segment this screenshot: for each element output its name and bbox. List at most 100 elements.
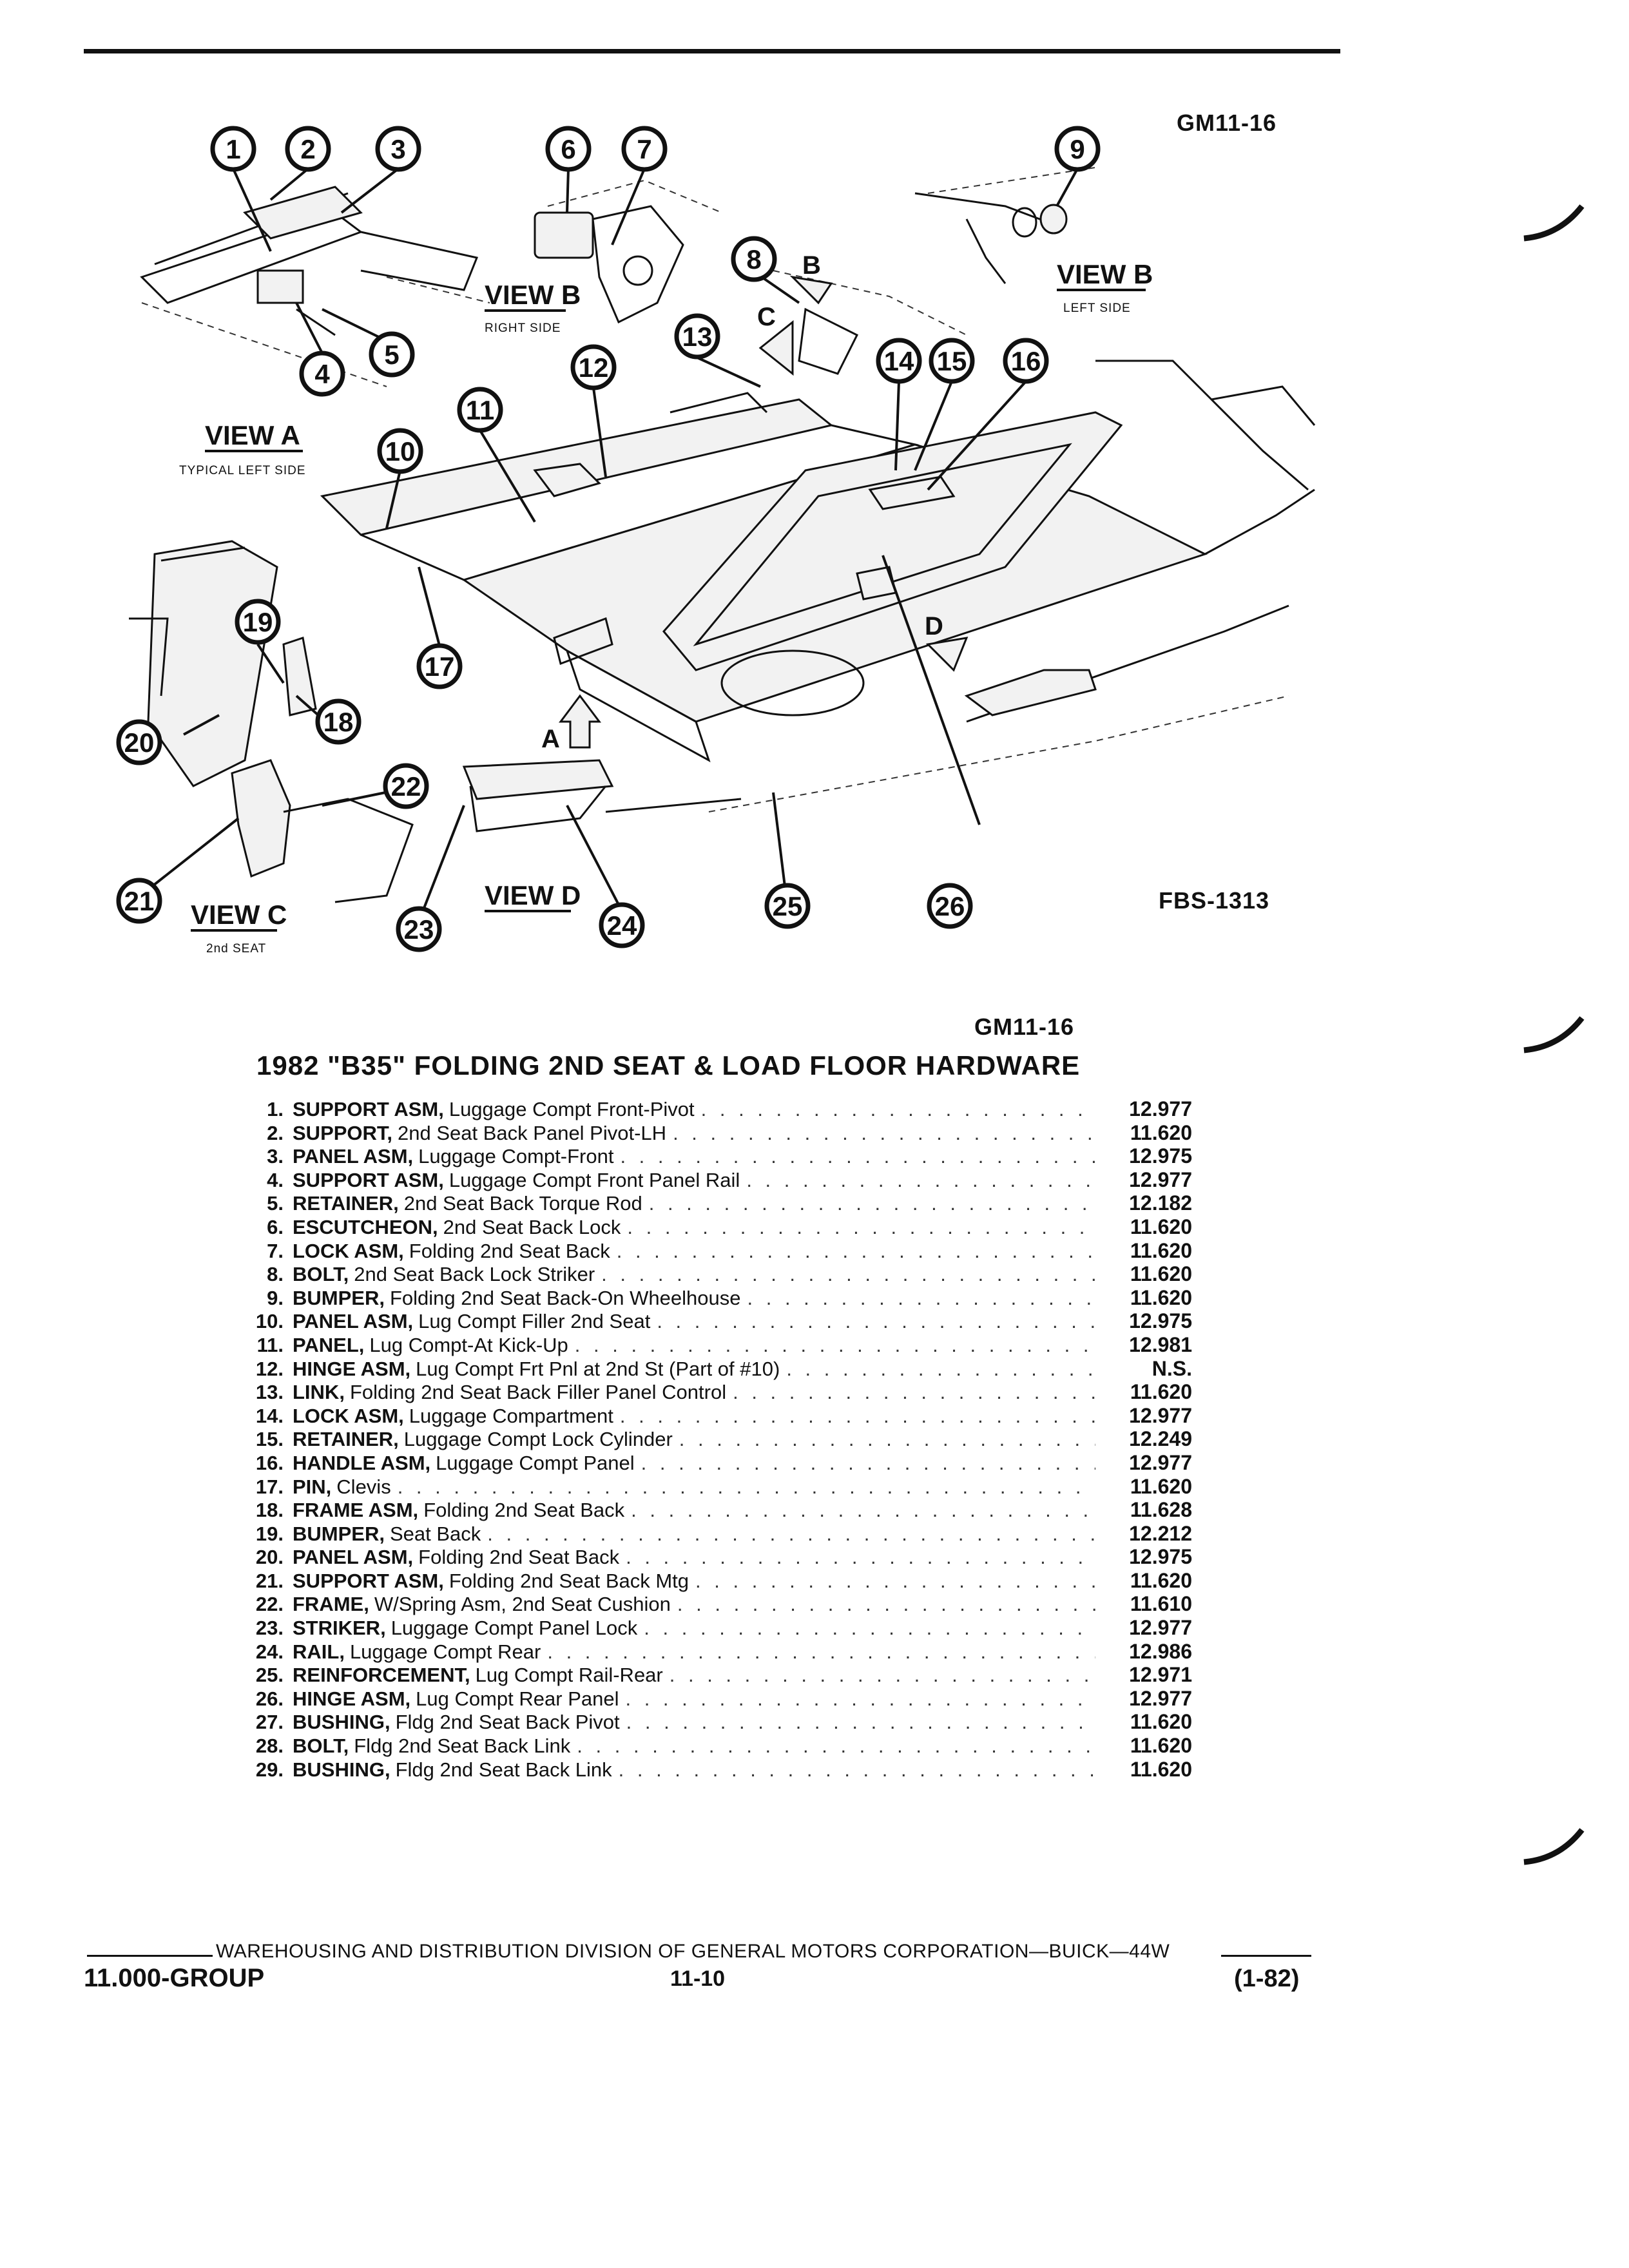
leader-dots xyxy=(627,1216,1095,1239)
svg-text:8: 8 xyxy=(746,244,761,274)
part-name: FRAME, xyxy=(293,1593,369,1616)
view-d-label: VIEW D xyxy=(485,880,581,912)
callout-12: 12 xyxy=(570,344,617,390)
part-description: Folding 2nd Seat Back xyxy=(409,1239,610,1262)
group-number: 11.620 xyxy=(1130,1734,1192,1758)
part-number: 19. xyxy=(255,1522,284,1545)
part-description: Lug Compt Rear Panel xyxy=(416,1687,619,1710)
svg-text:9: 9 xyxy=(1070,134,1084,164)
parts-row: 20.PANEL ASM,Folding 2nd Seat Back12.975 xyxy=(226,1545,1192,1569)
parts-row: 2.SUPPORT,2nd Seat Back Panel Pivot-LH11… xyxy=(226,1121,1192,1145)
part-description: Lug Compt Frt Pnl at 2nd St (Part of #10… xyxy=(416,1357,780,1380)
group-number: 11.628 xyxy=(1130,1498,1192,1522)
group-number: 11.620 xyxy=(1130,1568,1192,1592)
part-name: BUMPER, xyxy=(293,1522,385,1545)
group-number: 12.977 xyxy=(1129,1097,1192,1120)
svg-text:5: 5 xyxy=(384,340,399,370)
callout-5: 5 xyxy=(369,331,415,378)
view-b-right-sketch xyxy=(534,179,722,324)
group-number: 12.249 xyxy=(1129,1427,1192,1451)
footer-rule-right xyxy=(1221,1955,1311,1957)
group-number: N.S. xyxy=(1152,1356,1192,1380)
part-description: Lug Compt Rail-Rear xyxy=(475,1664,663,1687)
svg-text:10: 10 xyxy=(385,436,416,466)
callout-25: 25 xyxy=(764,883,811,929)
callout-7: 7 xyxy=(621,126,668,172)
part-name: HANDLE ASM, xyxy=(293,1451,431,1474)
group-number: 12.977 xyxy=(1129,1168,1192,1191)
group-number: 11.620 xyxy=(1130,1757,1192,1781)
parts-row: 7.LOCK ASM,Folding 2nd Seat Back11.620 xyxy=(226,1239,1192,1263)
svg-text:VIEW B: VIEW B xyxy=(485,280,581,310)
callout-14: 14 xyxy=(876,338,922,384)
part-description: Folding 2nd Seat Back xyxy=(423,1499,625,1522)
svg-text:14: 14 xyxy=(884,346,914,376)
group-number: 12.986 xyxy=(1129,1639,1192,1663)
part-description: Folding 2nd Seat Back-On Wheelhouse xyxy=(389,1286,741,1309)
part-number: 11. xyxy=(256,1333,284,1356)
svg-text:TYPICAL LEFT SIDE: TYPICAL LEFT SIDE xyxy=(179,464,306,477)
callout-4: 4 xyxy=(299,351,345,397)
part-name: SUPPORT ASM, xyxy=(293,1569,444,1592)
callout-13: 13 xyxy=(674,313,720,360)
leader-dots xyxy=(679,1428,1095,1451)
callout-23: 23 xyxy=(396,906,442,952)
part-number: 29. xyxy=(255,1758,284,1781)
leader-dots xyxy=(575,1334,1095,1357)
footer-rule-left xyxy=(87,1955,213,1957)
leader-dots xyxy=(701,1098,1095,1121)
group-number: 12.977 xyxy=(1129,1403,1192,1427)
view-b-left-label: VIEW B LEFT SIDE xyxy=(1057,259,1153,315)
svg-text:VIEW B: VIEW B xyxy=(1057,259,1153,289)
part-description: Folding 2nd Seat Back xyxy=(418,1546,620,1569)
part-number: 28. xyxy=(255,1735,284,1758)
part-description: Luggage Compt-Front xyxy=(418,1145,614,1168)
part-name: PANEL ASM, xyxy=(293,1145,414,1168)
part-number: 27. xyxy=(255,1711,284,1734)
callout-24: 24 xyxy=(599,902,645,948)
leader-dots xyxy=(577,1735,1095,1758)
leader-dots xyxy=(620,1405,1095,1428)
part-number: 23. xyxy=(255,1617,284,1640)
part-number: 10. xyxy=(255,1310,284,1333)
callout-8: 8 xyxy=(731,236,777,282)
part-name: LOCK ASM, xyxy=(293,1239,404,1262)
parts-row: 19.BUMPER,Seat Back12.212 xyxy=(226,1522,1192,1546)
svg-text:VIEW D: VIEW D xyxy=(485,880,581,910)
part-number: 15. xyxy=(255,1428,284,1451)
part-number: 22. xyxy=(255,1593,284,1616)
part-name: PANEL, xyxy=(293,1333,365,1356)
part-description: W/Spring Asm, 2nd Seat Cushion xyxy=(374,1593,671,1616)
group-number: 12.975 xyxy=(1129,1309,1192,1333)
part-name: FRAME ASM, xyxy=(293,1499,419,1522)
svg-text:2: 2 xyxy=(300,134,315,164)
arrow-label-a: A xyxy=(541,725,560,753)
page-number: 11-10 xyxy=(670,1966,726,1991)
leader-dots xyxy=(619,1758,1095,1782)
svg-text:11: 11 xyxy=(466,395,494,425)
leader-dots xyxy=(398,1475,1095,1499)
leader-dots xyxy=(626,1546,1095,1569)
part-description: 2nd Seat Back Torque Rod xyxy=(403,1192,642,1215)
svg-text:12: 12 xyxy=(579,352,609,383)
part-description: 2nd Seat Back Panel Pivot-LH xyxy=(398,1121,667,1144)
parts-row: 9.BUMPER,Folding 2nd Seat Back-On Wheelh… xyxy=(226,1286,1192,1310)
group-number: 12.971 xyxy=(1129,1663,1192,1687)
leader-dots xyxy=(641,1452,1095,1475)
leader-dots xyxy=(649,1192,1095,1215)
part-description: Lug Compt-At Kick-Up xyxy=(369,1333,568,1356)
arrow-label-c: C xyxy=(757,303,776,331)
part-name: BOLT, xyxy=(293,1735,349,1758)
figure-code: FBS-1313 xyxy=(1159,887,1270,914)
part-name: SUPPORT ASM, xyxy=(293,1168,444,1191)
parts-row: 13.LINK,Folding 2nd Seat Back Filler Pan… xyxy=(226,1380,1192,1404)
part-description: Lug Compt Filler 2nd Seat xyxy=(418,1310,651,1333)
svg-text:7: 7 xyxy=(637,134,651,164)
svg-text:13: 13 xyxy=(682,322,713,352)
part-number: 21. xyxy=(255,1569,284,1592)
callout-26: 26 xyxy=(927,883,973,929)
parts-row: 5.RETAINER,2nd Seat Back Torque Rod12.18… xyxy=(226,1191,1192,1215)
callout-3: 3 xyxy=(375,126,421,172)
part-name: HINGE ASM, xyxy=(293,1357,411,1380)
leader-dots xyxy=(673,1122,1095,1145)
